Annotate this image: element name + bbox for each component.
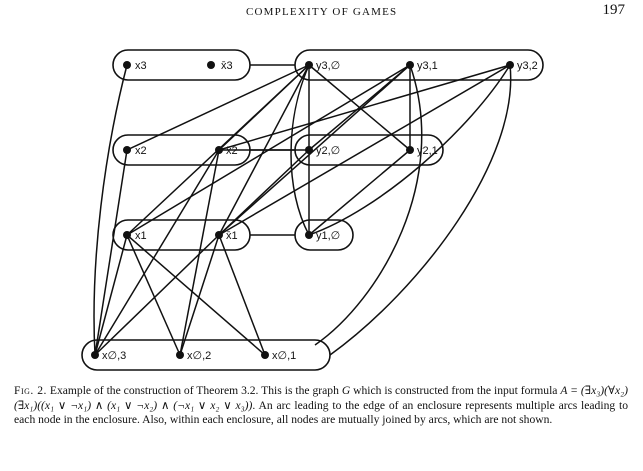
caption-text-1: Example of the construction of Theorem 3… <box>49 384 342 397</box>
edge-nx1-y31 <box>218 64 411 236</box>
edge-x1-x02 <box>126 234 181 356</box>
edge-nx2-y32 <box>218 64 511 151</box>
page-number: 197 <box>602 2 626 18</box>
edge-nx1-x02 <box>179 234 220 356</box>
node-x1 <box>123 231 131 239</box>
node-x2 <box>123 146 131 154</box>
figure-caption: Fig. 2. Example of the construction of T… <box>14 384 628 428</box>
figure-label: Fig. 2. <box>14 384 47 397</box>
edge-y10-y32 <box>308 64 511 236</box>
edge-x2-y30 <box>126 64 310 151</box>
input-formula: A = (∃x₃)(∀x₂)(∃x₁)((x₁ ∨ ¬x₁) ∧ (x₁ ∨ ¬… <box>14 384 628 412</box>
node-y32 <box>506 61 514 69</box>
graph-name: G <box>341 384 351 397</box>
caption-text-2: which is constructed from the input form… <box>350 384 561 397</box>
edge-nx2-x03-b <box>94 149 220 356</box>
node-nx1 <box>215 231 223 239</box>
label-nx2: x̄2 <box>226 145 238 157</box>
label-y20: y2,∅ <box>316 145 340 157</box>
label-y10: y1,∅ <box>316 230 340 242</box>
edge-nx1-y30 <box>218 64 310 236</box>
caption-text-3: . An arc leading to the edge of an enclo… <box>14 398 628 427</box>
edge-nx2-x02 <box>179 149 220 356</box>
edge-x3-x03 <box>93 64 128 356</box>
graph-figure: x3 x̄3 y3,∅ y3,1 y3,2 x2 x̄2 y2,∅ y2,1 x… <box>81 49 544 371</box>
label-nx3: x̄3 <box>221 60 233 72</box>
node-nx3 <box>207 61 215 69</box>
label-x3: x3 <box>135 60 147 72</box>
node-nx2 <box>215 146 223 154</box>
edge-y32-x0 <box>329 64 512 356</box>
label-y32: y3,2 <box>517 60 538 72</box>
node-x03 <box>91 351 99 359</box>
edge-y21-y10 <box>308 149 411 236</box>
node-x01 <box>261 351 269 359</box>
node-x3 <box>123 61 131 69</box>
label-x2: x2 <box>135 145 147 157</box>
edge-nx1-x01 <box>218 234 266 356</box>
label-x01: x∅,1 <box>272 350 296 362</box>
edge-nx1-y32 <box>218 64 511 236</box>
label-y21: y2,1 <box>417 145 438 157</box>
node-x02 <box>176 351 184 359</box>
node-y21 <box>406 146 414 154</box>
node-y31 <box>406 61 414 69</box>
node-y30 <box>305 61 313 69</box>
label-x03: x∅,3 <box>102 350 126 362</box>
running-head: COMPLEXITY OF GAMES <box>246 6 398 18</box>
edge-x2-x03 <box>94 149 128 356</box>
edge-x1-x01 <box>126 234 266 356</box>
node-y10 <box>305 231 313 239</box>
label-y30: y3,∅ <box>316 60 340 72</box>
edge-x1-y31 <box>126 64 411 236</box>
edge-nx1-y20 <box>218 149 310 236</box>
edge-y30-y10 <box>290 64 310 236</box>
label-x1: x1 <box>135 230 147 242</box>
label-y31: y3,1 <box>417 60 438 72</box>
edge-y31-x0 <box>314 64 423 346</box>
label-x02: x∅,2 <box>187 350 211 362</box>
node-y20 <box>305 146 313 154</box>
label-nx1: x̄1 <box>226 230 238 242</box>
edge-x1-x03 <box>94 234 128 356</box>
